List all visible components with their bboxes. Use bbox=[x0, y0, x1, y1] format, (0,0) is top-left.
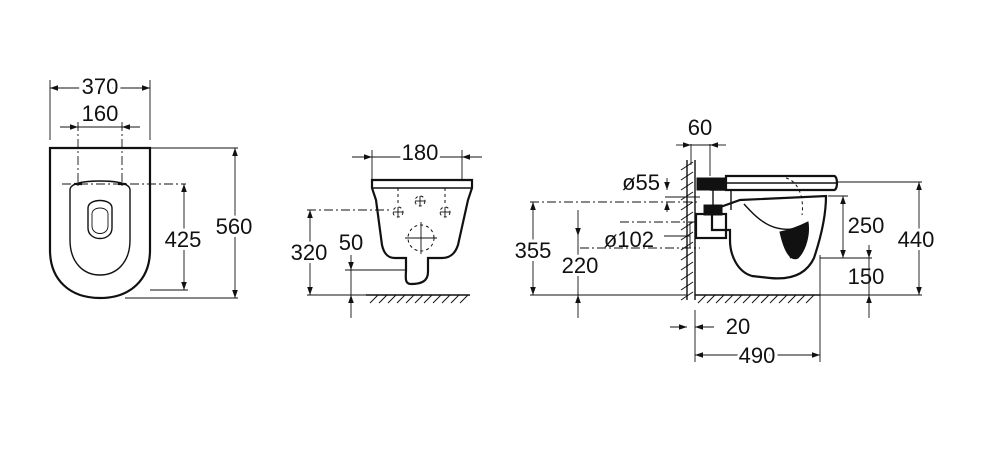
dim-560-label: 560 bbox=[216, 214, 253, 239]
dim-102-label: ø102 bbox=[604, 227, 654, 252]
dim-490-label: 490 bbox=[739, 343, 776, 368]
side-view: 60 ø55 ø102 355 220 250 440 150 20 bbox=[512, 115, 938, 371]
bowl-opening bbox=[69, 180, 131, 276]
bowl-shadow bbox=[779, 221, 809, 260]
flush-outlet bbox=[87, 199, 113, 240]
front-view: 320 50 180 bbox=[288, 137, 482, 318]
dim-60-label: 60 bbox=[688, 115, 712, 140]
dim-250-label: 250 bbox=[848, 213, 885, 238]
dim-20-label: 20 bbox=[726, 314, 750, 339]
front-body bbox=[370, 178, 474, 286]
floor-hatch-front bbox=[369, 294, 469, 304]
pipe-outlet bbox=[694, 212, 728, 240]
fixing-mark-1 bbox=[392, 206, 404, 218]
dim-425-label: 425 bbox=[165, 227, 202, 252]
fixing-mark-2 bbox=[414, 195, 426, 207]
pipe-connector bbox=[696, 177, 726, 191]
dim-50-label: 50 bbox=[339, 230, 363, 255]
dim-150-label: 150 bbox=[848, 264, 885, 289]
fixing-mark-3 bbox=[439, 206, 451, 218]
dim-220-label: 220 bbox=[562, 253, 599, 278]
bowl-outline bbox=[48, 146, 152, 300]
dim-370-label: 370 bbox=[82, 74, 119, 99]
dim-160-label: 160 bbox=[82, 101, 119, 126]
dim-355-label: 355 bbox=[515, 238, 552, 263]
flush-outlet-inner bbox=[91, 207, 109, 234]
top-view: 370 160 560 425 bbox=[48, 71, 255, 300]
dim-55-label: ø55 bbox=[622, 170, 660, 195]
floor-hatch-side bbox=[697, 294, 815, 304]
dim-320-label: 320 bbox=[291, 240, 328, 265]
dim-440-label: 440 bbox=[898, 227, 935, 252]
dim-180-label: 180 bbox=[402, 140, 439, 165]
seat-lid bbox=[724, 174, 839, 192]
lid-open-arc bbox=[785, 177, 803, 216]
side-bowl bbox=[710, 194, 828, 280]
